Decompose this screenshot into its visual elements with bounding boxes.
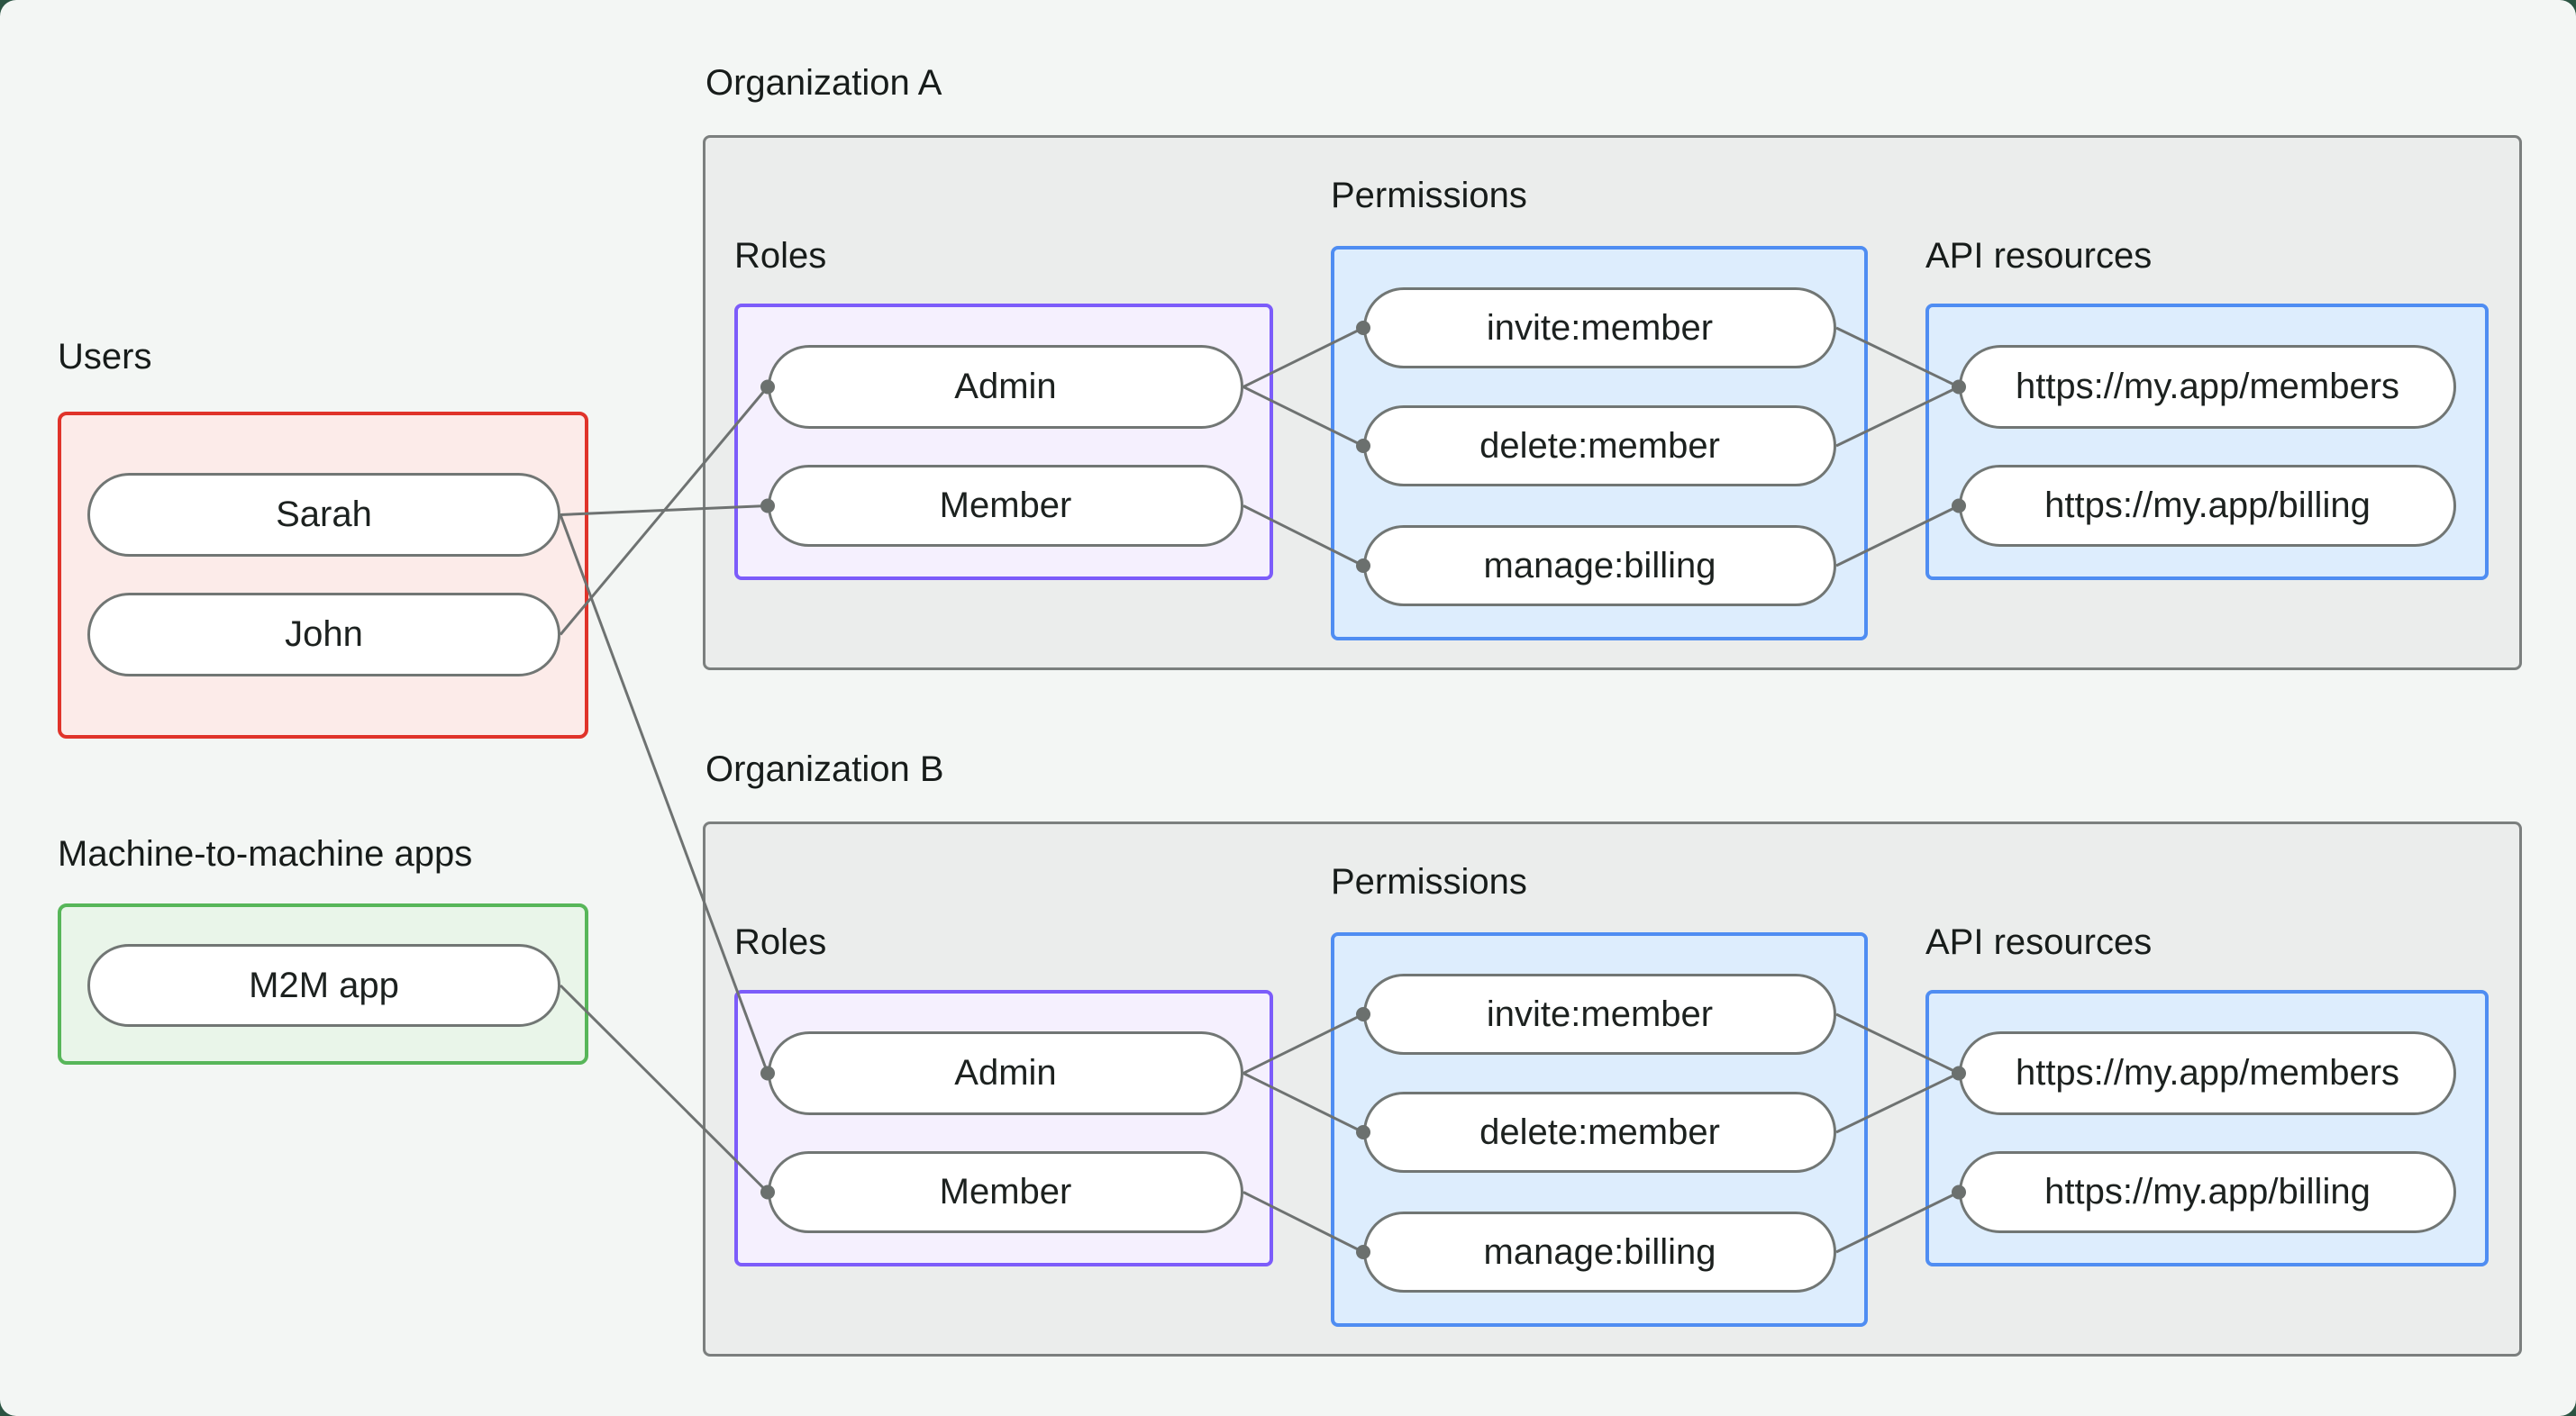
node-org-a-permission-manage-billing: manage:billing <box>1363 525 1836 606</box>
org-b-permissions-label: Permissions <box>1331 862 1527 902</box>
org-a-permissions-label: Permissions <box>1331 176 1527 215</box>
node-org-a-permission-delete-member: delete:member <box>1363 405 1836 486</box>
node-org-b-api-billing: https://my.app/billing <box>1959 1151 2456 1233</box>
node-user-john: John <box>87 593 560 676</box>
org-a-title: Organization A <box>705 63 942 103</box>
node-org-b-role-member: Member <box>768 1151 1243 1233</box>
users-group-box <box>58 412 588 739</box>
node-org-a-api-billing: https://my.app/billing <box>1959 465 2456 547</box>
node-org-a-role-admin: Admin <box>768 345 1243 429</box>
node-org-a-permission-invite-member: invite:member <box>1363 287 1836 368</box>
node-user-sarah: Sarah <box>87 473 560 557</box>
node-org-b-permission-invite-member: invite:member <box>1363 974 1836 1055</box>
org-b-roles-label: Roles <box>734 922 827 962</box>
org-a-api-resources-label: API resources <box>1925 236 2153 276</box>
node-org-a-api-members: https://my.app/members <box>1959 345 2456 429</box>
org-b-api-resources-label: API resources <box>1925 922 2153 962</box>
node-org-a-role-member: Member <box>768 465 1243 547</box>
node-org-b-api-members: https://my.app/members <box>1959 1031 2456 1115</box>
org-b-title: Organization B <box>705 749 944 789</box>
org-a-roles-label: Roles <box>734 236 827 276</box>
node-org-b-permission-delete-member: delete:member <box>1363 1092 1836 1173</box>
node-m2m-app: M2M app <box>87 944 560 1027</box>
m2m-group-label: Machine-to-machine apps <box>58 834 473 874</box>
node-org-b-permission-manage-billing: manage:billing <box>1363 1212 1836 1293</box>
users-group-label: Users <box>58 337 152 377</box>
node-org-b-role-admin: Admin <box>768 1031 1243 1115</box>
